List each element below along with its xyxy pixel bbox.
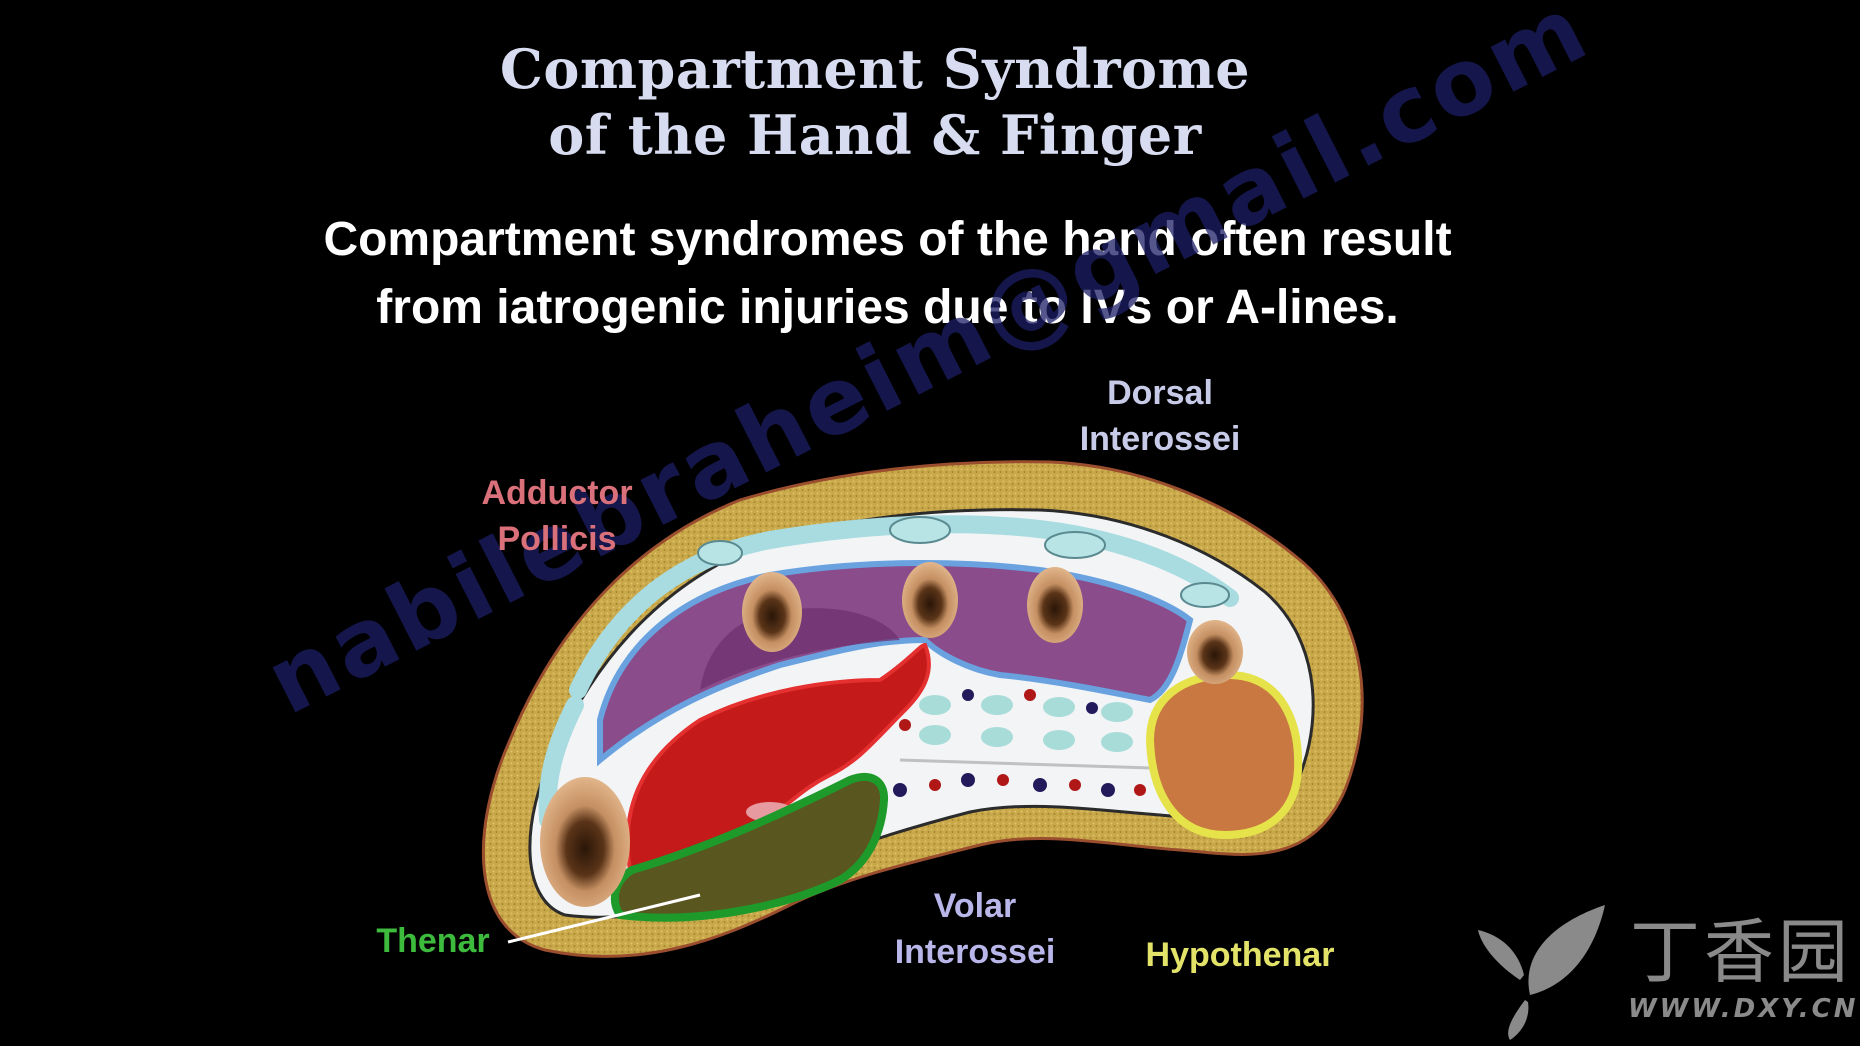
slide-title: Compartment Syndrome of the Hand & Finge… xyxy=(0,36,1750,168)
thenar-muscle xyxy=(610,772,888,922)
hypothenar-muscle xyxy=(1145,670,1303,840)
label-hypothenar: Hypothenar xyxy=(1130,932,1350,978)
slide-subtitle: Compartment syndromes of the hand often … xyxy=(0,206,1775,342)
label-thenar-text: Thenar xyxy=(376,922,490,960)
logo-url: WWW.DXY.CN xyxy=(1628,994,1859,1024)
label-dorsal-interossei-line2: Interossei xyxy=(1079,420,1241,458)
label-dorsal-interossei: Dorsal Interossei xyxy=(1060,370,1260,462)
label-volar-interossei-line1: Volar xyxy=(933,887,1017,925)
volar-interossei-region xyxy=(893,689,1151,797)
label-dorsal-interossei-line1: Dorsal xyxy=(1107,374,1213,412)
extensor-tendons xyxy=(697,516,1230,608)
dorsal-fascia-ring xyxy=(569,515,1239,699)
label-hypothenar-text: Hypothenar xyxy=(1145,936,1335,974)
title-line-1: Compartment Syndrome xyxy=(499,37,1251,101)
label-adductor-pollicis-line2: Pollicis xyxy=(497,520,617,558)
metacarpal-bones xyxy=(540,562,1243,907)
label-volar-interossei-line2: Interossei xyxy=(894,933,1056,971)
label-volar-interossei: Volar Interossei xyxy=(875,883,1075,975)
label-thenar: Thenar xyxy=(358,918,508,964)
label-adductor-pollicis-line1: Adductor xyxy=(481,474,633,512)
title-line-2: of the Hand & Finger xyxy=(548,103,1202,167)
subtitle-line-2: from iatrogenic injuries due to IVs or A… xyxy=(376,281,1399,334)
subtitle-line-1: Compartment syndromes of the hand often … xyxy=(323,213,1452,266)
leaf-logo-icon xyxy=(1478,905,1605,1040)
thenar-pointer-line xyxy=(507,893,701,944)
logo-text: 丁香园 xyxy=(1630,911,1852,993)
label-adductor-pollicis: Adductor Pollicis xyxy=(457,470,657,562)
